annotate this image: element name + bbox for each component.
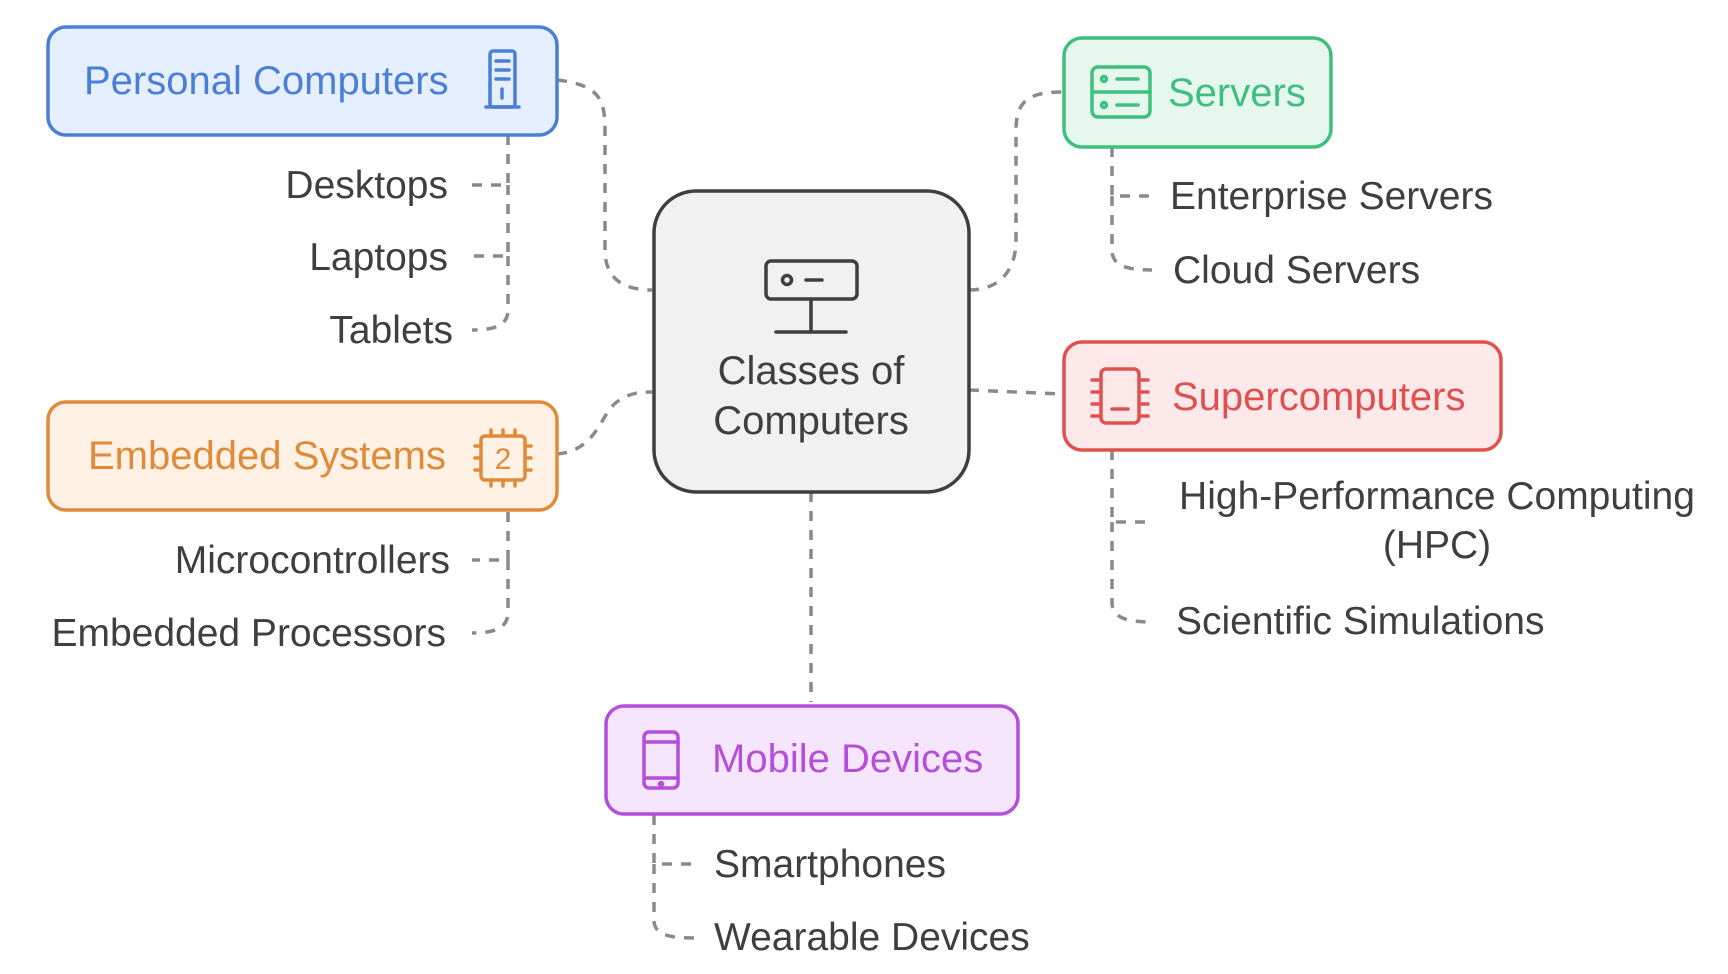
connector-microcontrollers bbox=[472, 512, 510, 562]
leaf-scientific-simulations: Scientific Simulations bbox=[1176, 600, 1544, 643]
leaf-hpc-line2: (HPC) bbox=[1383, 524, 1491, 567]
monitor-icon bbox=[764, 259, 859, 334]
connector-hpc bbox=[1110, 450, 1152, 524]
supercomputers-node[interactable]: Supercomputers bbox=[1062, 340, 1503, 452]
leaf-tablets: Tablets bbox=[329, 309, 453, 352]
connector-embedded-processors bbox=[471, 560, 510, 635]
connectors bbox=[471, 78, 1153, 940]
center-title-line1: Classes of bbox=[718, 349, 906, 393]
tower-pc-icon bbox=[484, 49, 521, 109]
leaf-cloud-servers: Cloud Servers bbox=[1173, 249, 1420, 292]
connector-embedded bbox=[556, 390, 653, 456]
connector-smartphones bbox=[652, 815, 694, 866]
connector-servers bbox=[968, 90, 1063, 292]
center-title-line2: Computers bbox=[713, 399, 909, 443]
leaf-laptops: Laptops bbox=[309, 236, 448, 279]
leaf-desktops: Desktops bbox=[285, 164, 448, 207]
servers-label: Servers bbox=[1168, 71, 1306, 115]
servers-node[interactable]: Servers bbox=[1062, 36, 1333, 149]
cpu-icon bbox=[1090, 367, 1150, 425]
leaf-smartphones: Smartphones bbox=[714, 843, 946, 886]
server-icon bbox=[1090, 65, 1152, 119]
leaf-wearable-devices: Wearable Devices bbox=[714, 916, 1030, 959]
connector-cloud bbox=[1110, 196, 1153, 272]
chip-icon bbox=[473, 428, 533, 488]
connector-personal bbox=[556, 78, 653, 292]
connector-tablets bbox=[471, 256, 510, 332]
chip-icon-number: 2 bbox=[495, 443, 512, 476]
supercomputers-label: Supercomputers bbox=[1172, 375, 1465, 419]
leaf-microcontrollers: Microcontrollers bbox=[175, 539, 450, 582]
connector-desktops bbox=[472, 135, 510, 187]
leaf-hpc-line1: High-Performance Computing bbox=[1179, 475, 1695, 518]
personal-computers-node[interactable]: Personal Computers bbox=[46, 25, 559, 137]
embedded-systems-label: Embedded Systems bbox=[88, 434, 446, 478]
personal-computers-label: Personal Computers bbox=[84, 59, 449, 103]
center-node[interactable]: Classes of Computers bbox=[652, 189, 971, 494]
connector-super bbox=[968, 388, 1063, 396]
connector-wearables bbox=[652, 864, 695, 940]
embedded-systems-node[interactable]: Embedded Systems 2 bbox=[46, 400, 559, 512]
connector-scientific bbox=[1110, 522, 1153, 624]
smartphone-icon bbox=[642, 730, 680, 790]
leaf-embedded-processors: Embedded Processors bbox=[51, 612, 446, 655]
connector-enterprise bbox=[1110, 147, 1152, 198]
mobile-devices-label: Mobile Devices bbox=[712, 737, 983, 781]
connector-laptops bbox=[472, 185, 510, 258]
leaf-enterprise-servers: Enterprise Servers bbox=[1170, 175, 1493, 218]
mobile-devices-node[interactable]: Mobile Devices bbox=[604, 704, 1020, 816]
